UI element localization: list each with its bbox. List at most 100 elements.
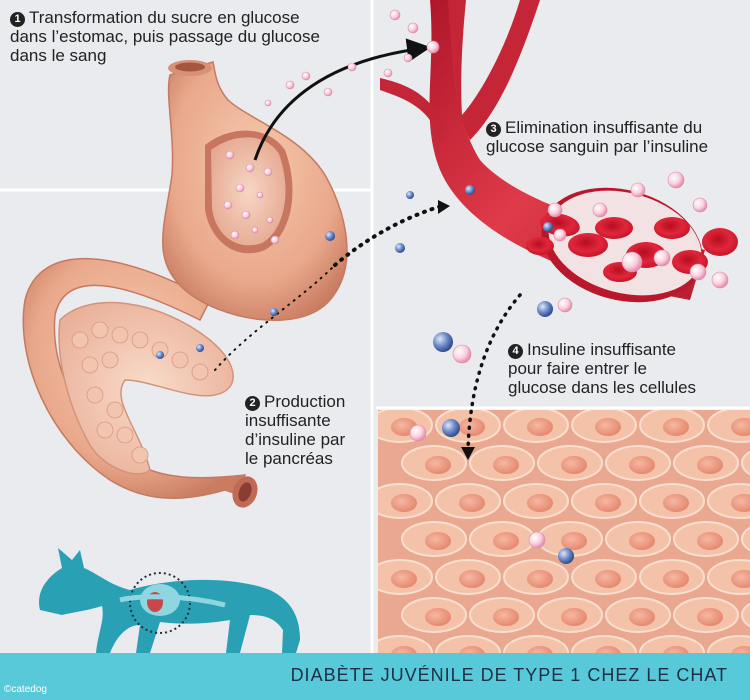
insulin-molecule: [270, 308, 278, 316]
cell-nucleus: [391, 570, 417, 588]
cat-silhouette: [39, 548, 300, 653]
pancreas-lobule: [96, 421, 114, 439]
pancreas-lobule: [131, 331, 149, 349]
stomach-illustration: [162, 60, 348, 321]
tissue-cell: [503, 635, 569, 653]
glucose-molecule: [409, 424, 427, 442]
glucose-molecule: [407, 22, 419, 34]
cell-nucleus: [493, 456, 519, 474]
pancreas-lobule: [116, 426, 134, 444]
insulin-molecule: [433, 332, 453, 352]
red-blood-cells: [526, 213, 738, 282]
cell-nucleus: [561, 608, 587, 626]
intestine-illustration: [22, 258, 258, 508]
glucose-molecule: [223, 200, 233, 210]
cell-nucleus: [697, 456, 723, 474]
pancreas-lobule: [191, 363, 209, 381]
cell-nucleus: [697, 532, 723, 550]
page-title: DIABÈTE JUVÉNILE DE TYPE 1 CHEZ LE CHAT: [290, 665, 728, 685]
glucose-molecule: [547, 202, 563, 218]
cell-nucleus: [595, 418, 621, 436]
arrows: [214, 38, 522, 460]
cell-nucleus: [663, 570, 689, 588]
footer-band: [0, 653, 750, 700]
insulin-molecule: [156, 351, 164, 359]
cell-nucleus: [629, 532, 655, 550]
cell-nucleus: [391, 494, 417, 512]
cell-nucleus: [663, 646, 689, 653]
insulin-molecule: [558, 548, 574, 564]
insulin-molecule: [465, 185, 475, 195]
step-2-line-1: Production: [264, 392, 346, 411]
glucose-molecule: [251, 226, 259, 234]
cell-nucleus: [595, 494, 621, 512]
blood-vessel-illustration: [380, 0, 738, 303]
cell-nucleus: [697, 608, 723, 626]
cell-nucleus: [527, 418, 553, 436]
glucose-molecule: [403, 53, 413, 63]
cell-nucleus: [731, 494, 750, 512]
step-3-line-2: glucose sanguin par l’insuline: [486, 137, 709, 156]
pancreas-lobule: [106, 401, 124, 419]
glucose-molecule: [263, 167, 273, 177]
glucose-molecule: [528, 531, 546, 549]
tissue-cells-illustration: [378, 410, 750, 653]
cell-nucleus: [459, 418, 485, 436]
cell-nucleus: [493, 532, 519, 550]
glucose-molecule: [667, 171, 685, 189]
pancreas-lobule: [86, 386, 104, 404]
cell-nucleus: [595, 570, 621, 588]
step-4-line-2: pour faire entrer le: [508, 359, 647, 378]
glucose-molecule: [630, 182, 646, 198]
insulin-molecule: [543, 222, 553, 232]
step-2-line-4: le pancréas: [245, 449, 333, 468]
tissue-cell: [741, 450, 750, 476]
glucose-molecule: [426, 40, 440, 54]
cell-nucleus: [629, 456, 655, 474]
glucose-molecule: [323, 87, 333, 97]
cell-nucleus: [595, 646, 621, 653]
dotted-arrow-down: [466, 293, 522, 452]
glucose-molecule: [235, 183, 245, 193]
step-1-label: 1 Transformation du sucre en glucose dans…: [10, 8, 320, 65]
cell-nucleus: [425, 456, 451, 474]
glucose-molecule: [270, 235, 280, 245]
tissue-cell: [741, 602, 750, 628]
glucose-molecule: [301, 71, 311, 81]
glucose-molecule: [383, 68, 393, 78]
cell-nucleus: [459, 570, 485, 588]
cell-nucleus: [527, 570, 553, 588]
glucose-molecule: [245, 163, 255, 173]
glucose-molecule: [553, 228, 567, 242]
insulin-molecule: [442, 419, 460, 437]
insulin-molecule: [537, 301, 553, 317]
pancreas-lobule: [171, 351, 189, 369]
step-number-badge: 1: [10, 12, 25, 27]
tissue-cell: [639, 635, 705, 653]
cell-nucleus: [527, 646, 553, 653]
cell-nucleus: [459, 646, 485, 653]
molecules: [156, 9, 729, 564]
copyright-credit: ©catedog: [4, 684, 47, 695]
glucose-molecule: [452, 344, 472, 364]
cell-nucleus: [561, 532, 587, 550]
step-1-line-1: Transformation du sucre en glucose: [29, 8, 300, 27]
pancreas-lobule: [101, 351, 119, 369]
glucose-molecule: [653, 249, 671, 267]
glucose-molecule: [621, 251, 643, 273]
step-2-line-3: d’insuline par: [245, 430, 346, 449]
tissue-cell: [741, 526, 750, 552]
step-1-line-2: dans l’estomac, puis passage du glucose: [10, 27, 320, 46]
cell-nucleus: [663, 418, 689, 436]
glucose-molecule: [241, 210, 251, 220]
cell-nucleus: [629, 608, 655, 626]
step-number-badge: 3: [486, 122, 501, 137]
pancreas-illustration: [58, 301, 234, 475]
cell-nucleus: [459, 494, 485, 512]
cell-nucleus: [391, 646, 417, 653]
tissue-cell: [571, 635, 637, 653]
cell-nucleus: [731, 646, 750, 653]
cell-nucleus: [663, 494, 689, 512]
